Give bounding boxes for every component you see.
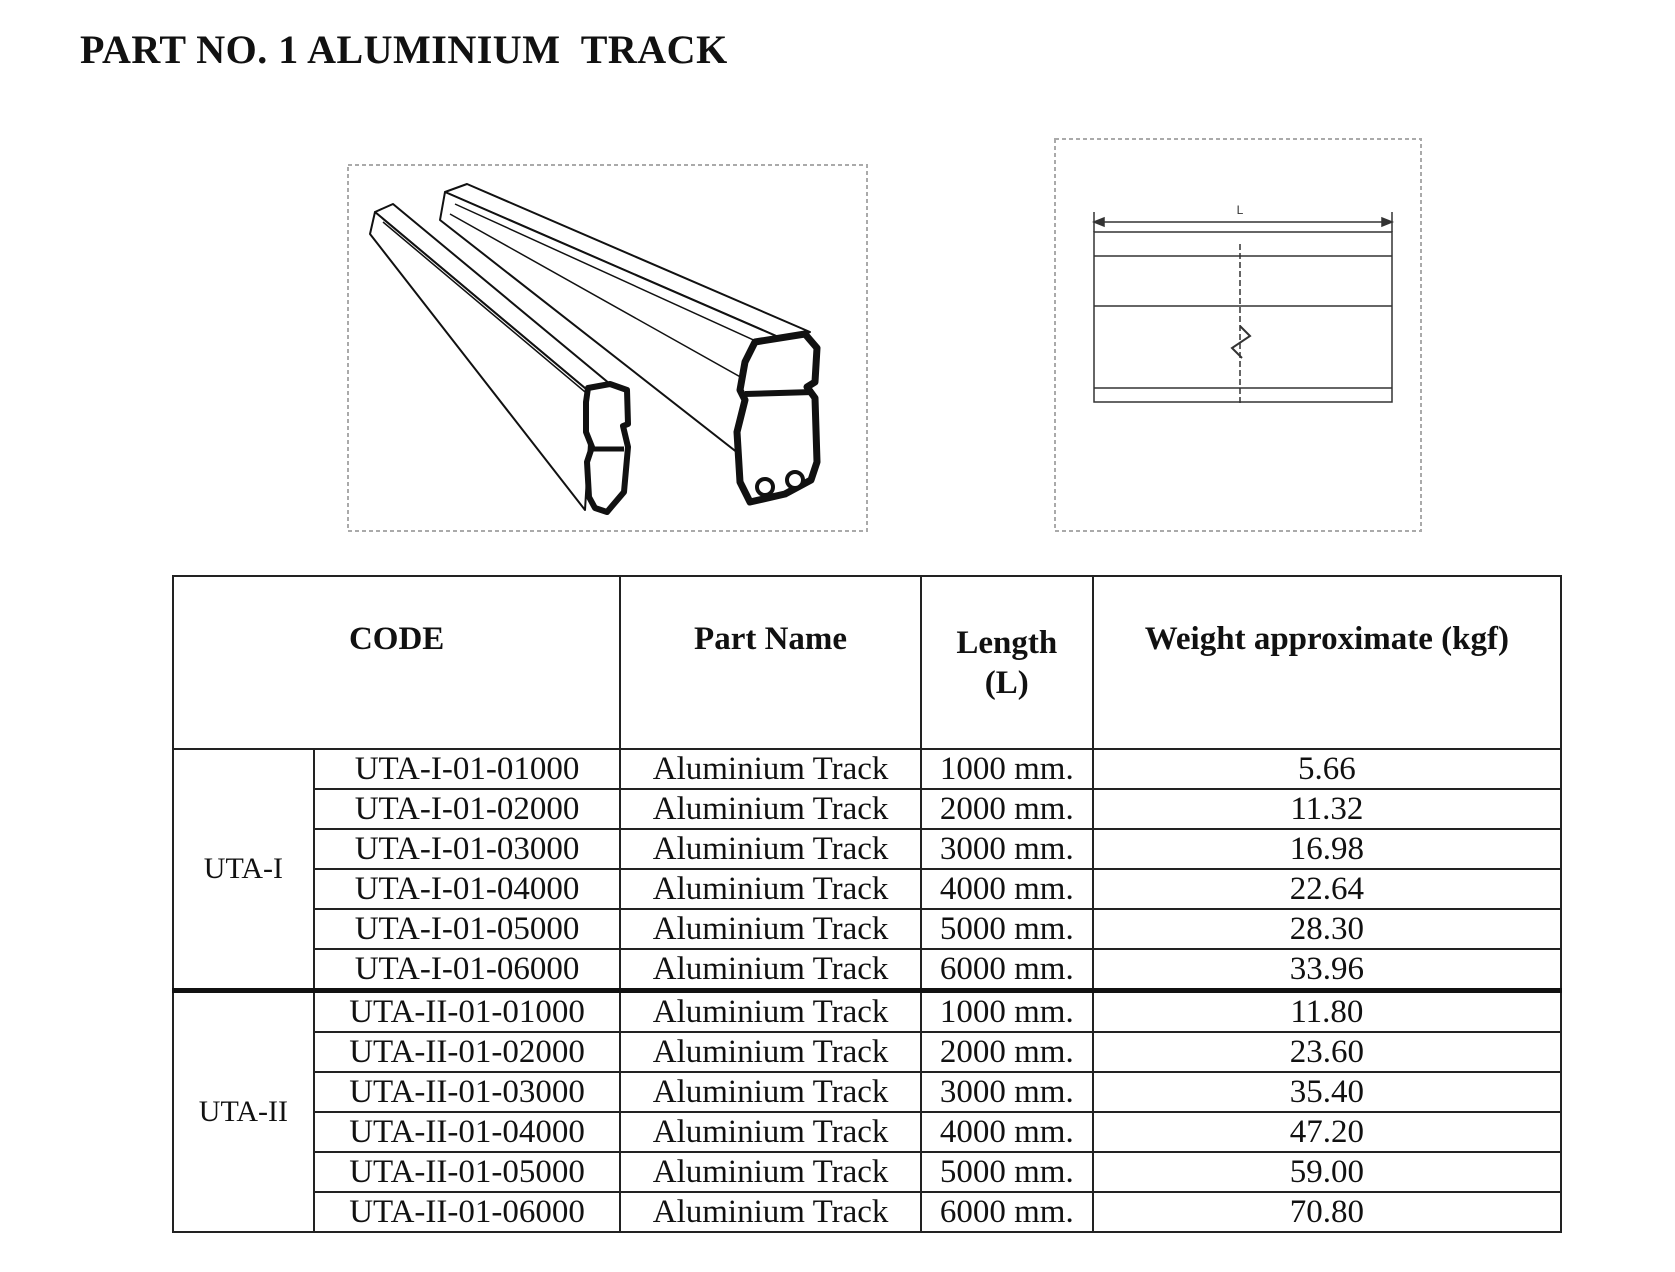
- cell-weight: 70.80: [1091, 1191, 1563, 1233]
- cell-code: UTA-II-01-04000: [312, 1111, 622, 1153]
- cell-part-name: Aluminium Track: [619, 748, 922, 790]
- cell-code: UTA-II-01-02000: [312, 1031, 622, 1073]
- cell-length: 1000 mm.: [919, 748, 1094, 790]
- cell-part-name: Aluminium Track: [619, 788, 922, 830]
- cell-weight: 5.66: [1091, 748, 1563, 790]
- cell-weight: 28.30: [1091, 908, 1563, 950]
- table-row: UTA-II-01-04000 Aluminium Track 4000 mm.…: [173, 1111, 1563, 1153]
- cell-length: 6000 mm.: [919, 1191, 1094, 1233]
- table-row: UTA-II-01-03000 Aluminium Track 3000 mm.…: [173, 1071, 1563, 1113]
- cell-part-name: Aluminium Track: [619, 868, 922, 910]
- cell-code: UTA-I-01-05000: [312, 908, 622, 950]
- cell-length: 6000 mm.: [919, 948, 1094, 992]
- dimension-label: L: [1237, 203, 1244, 217]
- table-row: UTA-I-01-02000 Aluminium Track 2000 mm. …: [173, 788, 1563, 830]
- cell-weight: 16.98: [1091, 828, 1563, 870]
- cell-code: UTA-I-01-01000: [312, 748, 622, 790]
- dimension-line: [1091, 212, 1395, 232]
- table-row: UTA-I-01-03000 Aluminium Track 3000 mm. …: [173, 828, 1563, 870]
- cell-weight: 59.00: [1091, 1151, 1563, 1193]
- table-row: UTA-II-01-05000 Aluminium Track 5000 mm.…: [173, 1151, 1563, 1193]
- group-label: UTA-I: [172, 748, 315, 992]
- cell-weight: 11.80: [1091, 988, 1563, 1033]
- drawing-frame: [1054, 138, 1422, 532]
- cell-part-name: Aluminium Track: [619, 1031, 922, 1073]
- header-part-name: Part Name: [619, 575, 922, 750]
- cell-weight: 47.20: [1091, 1111, 1563, 1153]
- cell-code: UTA-II-01-03000: [312, 1071, 622, 1113]
- table-row: UTA-II-01-02000 Aluminium Track 2000 mm.…: [173, 1031, 1563, 1073]
- table-row: UTA-I UTA-I-01-01000 Aluminium Track 100…: [172, 748, 1563, 992]
- cell-part-name: Aluminium Track: [619, 948, 922, 992]
- drawing-frame: [347, 164, 868, 532]
- cell-part-name: Aluminium Track: [619, 1071, 922, 1113]
- large-track-profile: [439, 183, 821, 506]
- cell-part-name: Aluminium Track: [619, 1191, 922, 1233]
- cell-length: 3000 mm.: [919, 1071, 1094, 1113]
- cell-code: UTA-I-01-02000: [312, 788, 622, 830]
- cell-length: 5000 mm.: [919, 1151, 1094, 1193]
- header-code: CODE: [171, 575, 622, 750]
- track-isometric-drawing: [347, 164, 868, 532]
- cell-length: 2000 mm.: [919, 788, 1094, 830]
- cell-weight: 35.40: [1091, 1071, 1563, 1113]
- table-row: UTA-I-01-06000 Aluminium Track 6000 mm. …: [173, 948, 1563, 992]
- table-row: UTA-I-01-05000 Aluminium Track 5000 mm. …: [173, 908, 1563, 950]
- track-side-view: [1093, 231, 1393, 406]
- cell-code: UTA-I-01-04000: [312, 868, 622, 910]
- table-row: UTA-I-01-04000 Aluminium Track 4000 mm. …: [173, 868, 1563, 910]
- cell-part-name: Aluminium Track: [619, 1111, 922, 1153]
- small-track-profile: [369, 203, 631, 515]
- cell-weight: 11.32: [1091, 788, 1563, 830]
- header-weight: Weight approximate (kgf): [1091, 575, 1563, 750]
- cell-weight: 22.64: [1091, 868, 1563, 910]
- cell-length: 4000 mm.: [919, 1111, 1094, 1153]
- cell-code: UTA-II-01-06000: [312, 1191, 622, 1233]
- table-row: UTA-II UTA-II-01-01000 Aluminium Track 1…: [172, 988, 1563, 1233]
- cell-code: UTA-I-01-03000: [312, 828, 622, 870]
- cell-part-name: Aluminium Track: [619, 908, 922, 950]
- cell-part-name: Aluminium Track: [619, 1151, 922, 1193]
- cell-length: 2000 mm.: [919, 1031, 1094, 1073]
- header-length: Length(L): [919, 575, 1094, 750]
- cell-part-name: Aluminium Track: [619, 988, 922, 1033]
- track-dimension-drawing: L: [1054, 138, 1422, 532]
- cell-length: 3000 mm.: [919, 828, 1094, 870]
- cell-length: 5000 mm.: [919, 908, 1094, 950]
- cell-length: 1000 mm.: [919, 988, 1094, 1033]
- cell-length: 4000 mm.: [919, 868, 1094, 910]
- cell-weight: 33.96: [1091, 948, 1563, 992]
- page-title: PART NO. 1 ALUMINIUM TRACK: [80, 27, 728, 72]
- cell-weight: 23.60: [1091, 1031, 1563, 1073]
- specification-table: CODE Part Name Length(L) Weight approxim…: [171, 575, 1563, 1233]
- group-label: UTA-II: [172, 988, 315, 1233]
- table-header-row: CODE Part Name Length(L) Weight approxim…: [171, 575, 1563, 750]
- cell-code: UTA-I-01-06000: [312, 948, 622, 992]
- cell-part-name: Aluminium Track: [619, 828, 922, 870]
- table-row: UTA-II-01-06000 Aluminium Track 6000 mm.…: [173, 1191, 1563, 1233]
- cell-code: UTA-II-01-05000: [312, 1151, 622, 1193]
- cell-code: UTA-II-01-01000: [312, 988, 622, 1033]
